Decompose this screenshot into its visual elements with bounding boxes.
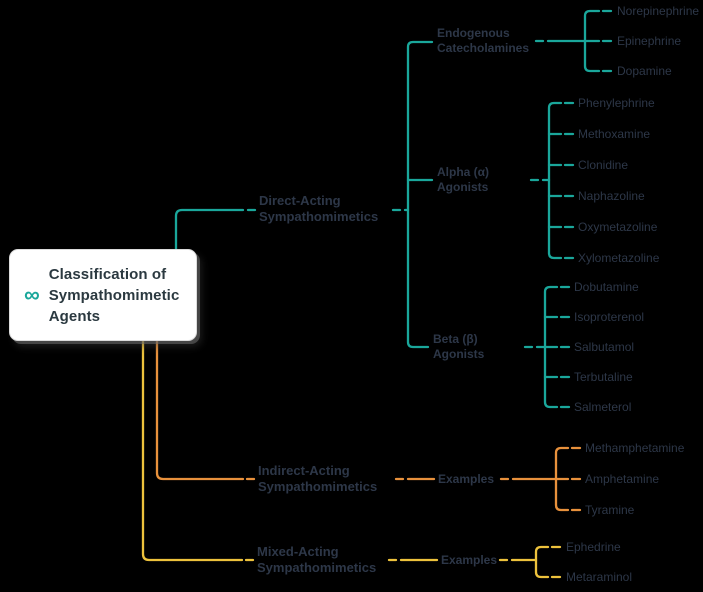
leaf-oxymetazoline[interactable]: Oxymetazoline <box>578 220 658 234</box>
leaf-isoproterenol[interactable]: Isoproterenol <box>574 310 645 324</box>
leaf-ephedrine[interactable]: Ephedrine <box>566 540 621 554</box>
branch-label-indirect-acting[interactable]: Indirect-Acting Sympathomimetics <box>258 463 378 494</box>
leaf-salbutamol[interactable]: Salbutamol <box>574 340 635 354</box>
leaf-dopamine[interactable]: Dopamine <box>617 64 672 78</box>
teal-branch-connectors <box>174 9 613 409</box>
leaf-salmeterol[interactable]: Salmeterol <box>574 400 632 414</box>
group-label-alpha-agonists[interactable]: Alpha (α) Agonists <box>437 165 490 194</box>
leaf-methamphetamine[interactable]: Methamphetamine <box>585 441 685 455</box>
leaf-clonidine[interactable]: Clonidine <box>578 158 629 172</box>
root-title: Classification of Sympathomimetic Agents <box>48 265 180 325</box>
leaf-naphazoline[interactable]: Naphazoline <box>578 189 645 203</box>
infinity-icon: ∞ <box>24 282 40 307</box>
root-node[interactable]: ∞ Classification of Sympathomimetic Agen… <box>9 249 197 341</box>
leaf-xylometazoline[interactable]: Xylometazoline <box>578 251 660 265</box>
group-label-beta-agonists[interactable]: Beta (β) Agonists <box>433 332 485 361</box>
leaf-tyramine[interactable]: Tyramine <box>585 503 635 517</box>
leaf-dobutamine[interactable]: Dobutamine <box>574 280 639 294</box>
yellow-branch-connectors <box>141 339 562 579</box>
group-label-indirect-examples[interactable]: Examples <box>438 472 495 486</box>
leaf-methoxamine[interactable]: Methoxamine <box>578 127 651 141</box>
branch-label-direct-acting[interactable]: Direct-Acting Sympathomimetics <box>259 193 379 224</box>
leaf-metaraminol[interactable]: Metaraminol <box>566 570 633 584</box>
branch-label-mixed-acting[interactable]: Mixed-Acting Sympathomimetics <box>257 544 377 575</box>
leaf-phenylephrine[interactable]: Phenylephrine <box>578 96 655 110</box>
leaf-norepinephrine[interactable]: Norepinephrine <box>617 4 700 18</box>
orange-branch-connectors <box>155 339 582 512</box>
leaf-epinephrine[interactable]: Epinephrine <box>617 34 682 48</box>
leaf-amphetamine[interactable]: Amphetamine <box>585 472 660 486</box>
group-label-endogenous-catecholamines[interactable]: Endogenous Catecholamines <box>437 26 530 55</box>
leaf-terbutaline[interactable]: Terbutaline <box>574 370 633 384</box>
group-label-mixed-examples[interactable]: Examples <box>441 553 498 567</box>
